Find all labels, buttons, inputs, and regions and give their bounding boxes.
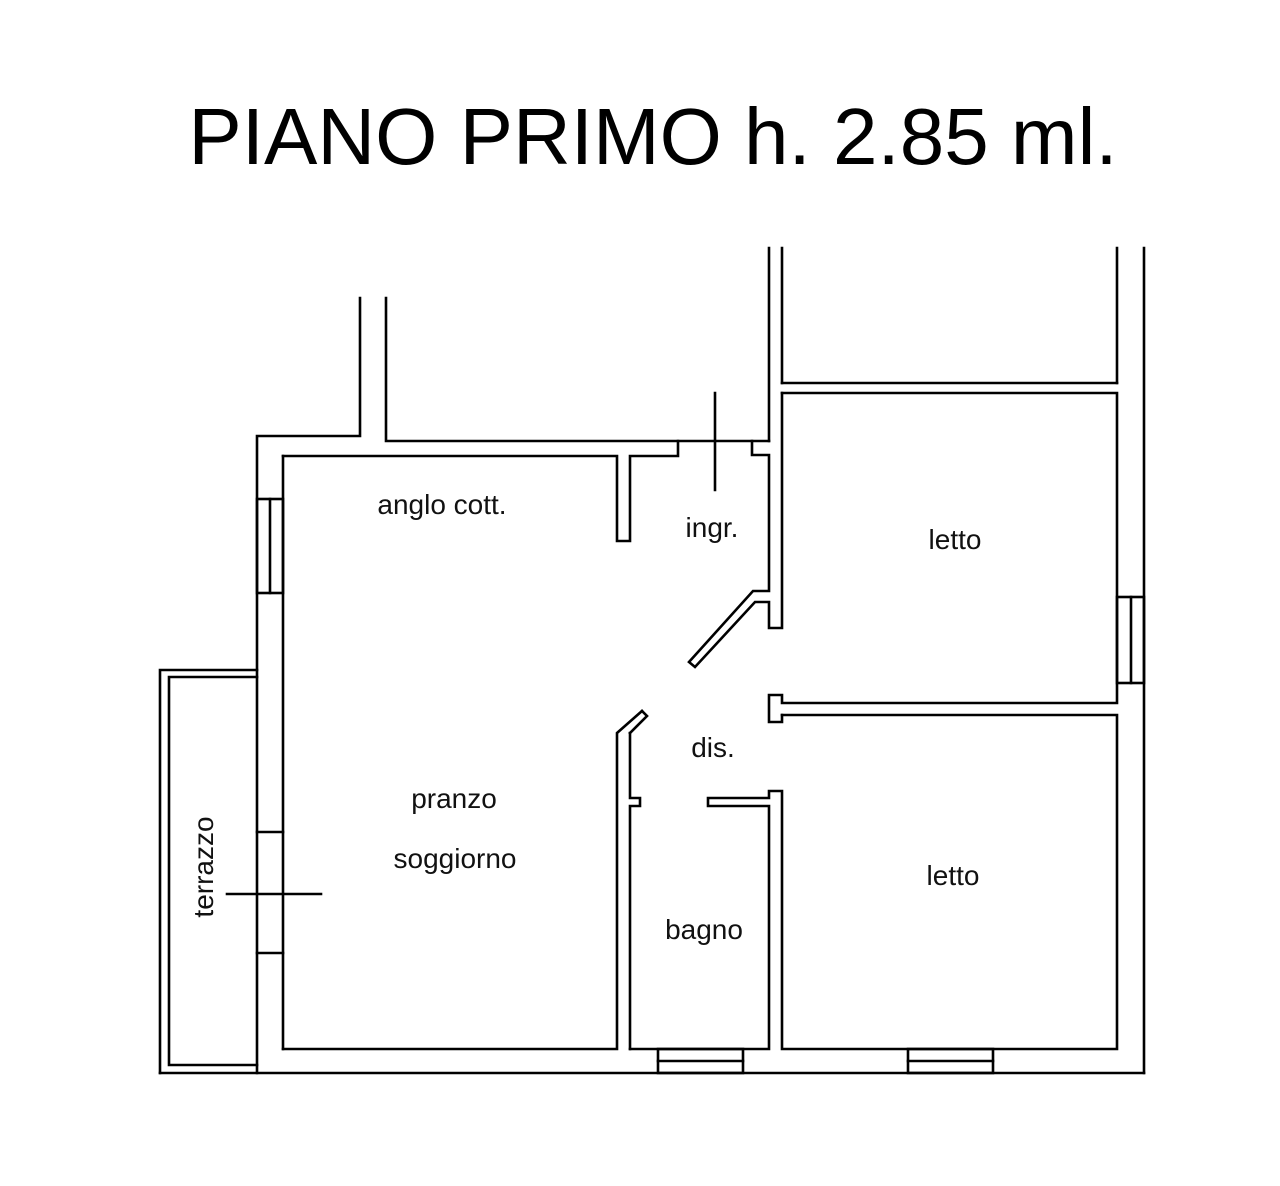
room-label-terrazzo: terrazzo [188,816,219,917]
room-label-letto-2: letto [927,860,980,891]
living-room-window [225,830,323,955]
room-label-ingresso: ingr. [686,512,739,543]
room-label-soggiorno: soggiorno [394,843,517,874]
bedroom-1-walls [767,391,1146,724]
entrance-walls [687,391,784,669]
room-label-letto-1: letto [929,524,982,555]
kitchen-window [255,497,285,595]
room-label-bagno: bagno [665,914,743,945]
terrace-railing [158,668,259,1075]
room-label-angolo-cottura: anglo cott. [377,489,506,520]
bedroom-2-walls [628,713,1119,1075]
floor-plan-title: PIANO PRIMO h. 2.85 ml. [188,92,1118,181]
bathroom-window [656,1047,745,1075]
exterior-walls [158,246,1146,1075]
room-label-pranzo: pranzo [411,783,497,814]
room-label-disimpegno: dis. [691,732,735,763]
living-room-walls [281,439,680,1051]
